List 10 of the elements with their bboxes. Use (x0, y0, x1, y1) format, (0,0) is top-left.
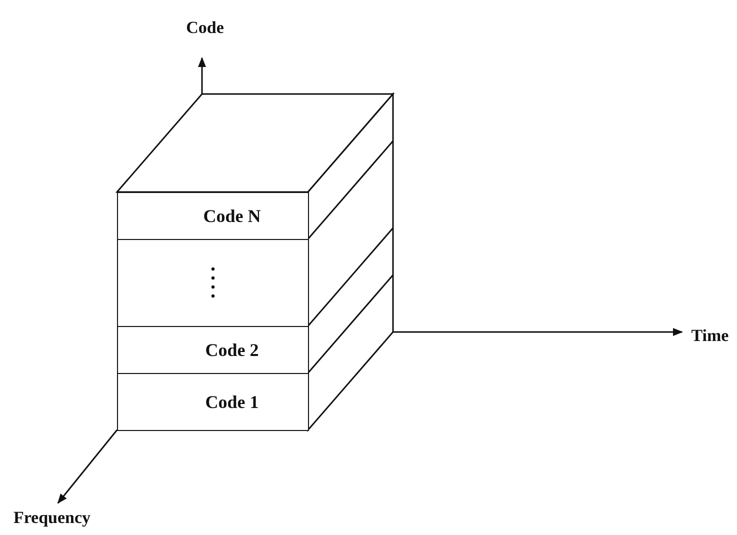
axis-label: Code (186, 18, 224, 38)
axis-label: Frequency (13, 508, 91, 528)
slab-label: Code 2 (205, 340, 259, 360)
stack-slab (117, 239, 309, 327)
slab-label: Code N (203, 206, 261, 226)
axis-label: Time (691, 326, 729, 346)
stack-slab (117, 326, 309, 374)
stack-slab (117, 192, 309, 240)
slab-label: Code 1 (205, 392, 259, 412)
stack-slab (117, 373, 309, 431)
